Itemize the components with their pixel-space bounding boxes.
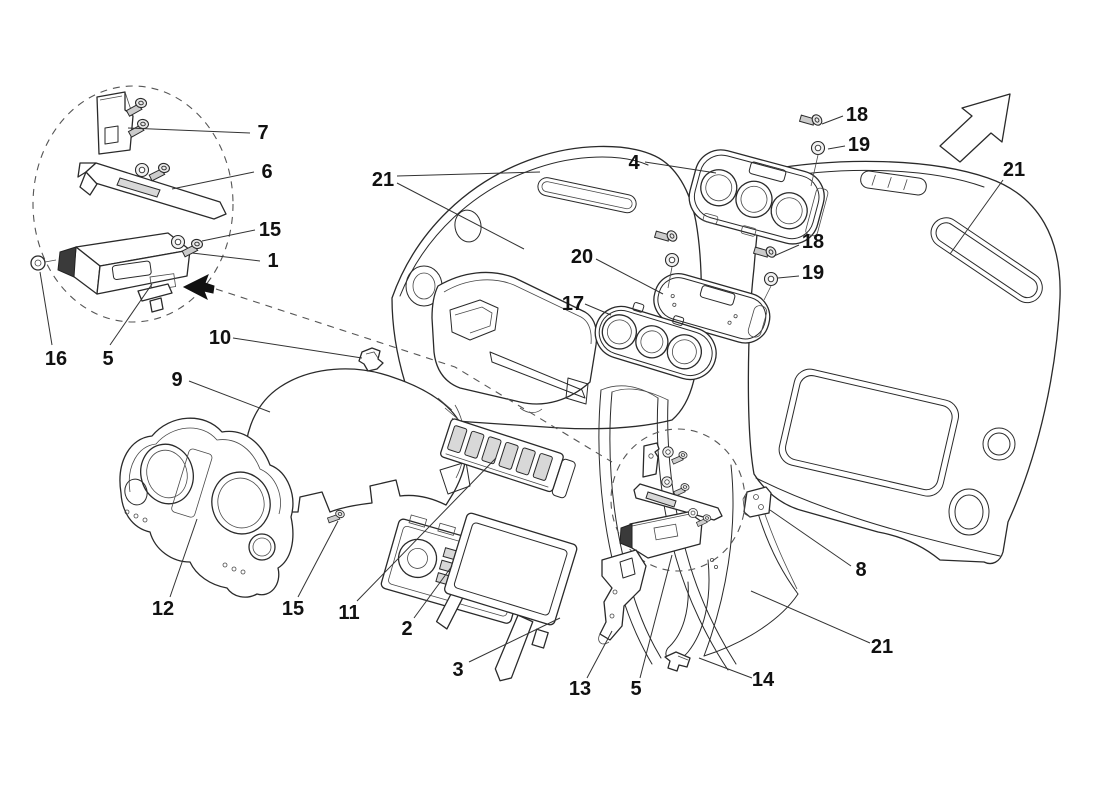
top-vent-slot bbox=[860, 170, 927, 196]
washer-icon bbox=[661, 476, 673, 488]
callout-8: 8 bbox=[855, 559, 866, 581]
callout-12: 12 bbox=[152, 598, 174, 620]
callout-16: 16 bbox=[45, 348, 67, 370]
part-8-bracket bbox=[742, 486, 772, 518]
part-16-screw bbox=[30, 255, 57, 271]
callout-15: 15 bbox=[259, 219, 281, 241]
screw-icon bbox=[796, 106, 825, 134]
part-5-bracket-detail bbox=[137, 283, 173, 313]
part-21-left-dash-panel bbox=[391, 145, 703, 430]
detail-circle-zoom bbox=[32, 85, 234, 323]
callouts: 7 6 15 1 16 5 10 9 21 4 18 19 20 17 18 1… bbox=[45, 104, 1025, 700]
callout-20: 20 bbox=[571, 246, 593, 268]
callout-15-bottom: 15 bbox=[282, 598, 304, 620]
callout-21-left: 21 bbox=[372, 169, 394, 191]
part-3-trim-frame bbox=[435, 512, 578, 682]
defroster-vent-slot bbox=[930, 217, 1043, 304]
callout-5-bottom: 5 bbox=[630, 678, 641, 700]
leader-lines bbox=[39, 115, 1004, 679]
callout-11: 11 bbox=[338, 602, 359, 624]
part-11-switch-panel bbox=[440, 418, 576, 499]
callout-21-top-right: 21 bbox=[1003, 159, 1025, 181]
part-7-bracket-console bbox=[642, 442, 660, 478]
washer-icon bbox=[763, 271, 779, 287]
part-10-clip bbox=[358, 347, 384, 372]
callout-10: 10 bbox=[209, 327, 231, 349]
direction-arrow-icon bbox=[939, 93, 1011, 163]
callout-4: 4 bbox=[628, 152, 640, 174]
part-13-bracket bbox=[598, 549, 647, 645]
callout-19-mid: 19 bbox=[802, 262, 824, 284]
washer-icon bbox=[664, 252, 680, 268]
callout-17: 17 bbox=[562, 293, 584, 315]
detail-circle-console bbox=[610, 428, 746, 572]
part-17-gauge-bezel bbox=[594, 302, 717, 381]
part-7-bracket-detail bbox=[96, 91, 150, 155]
left-defroster-slot bbox=[537, 177, 637, 214]
callout-9: 9 bbox=[171, 369, 182, 391]
part-1-module-detail bbox=[57, 232, 204, 295]
callout-13: 13 bbox=[569, 678, 591, 700]
callout-6: 6 bbox=[261, 161, 272, 183]
callout-21-bottom-right: 21 bbox=[871, 636, 893, 658]
callout-1: 1 bbox=[267, 250, 278, 272]
callout-2: 2 bbox=[401, 618, 412, 640]
washer-icon bbox=[810, 140, 826, 156]
callout-3: 3 bbox=[452, 659, 463, 681]
callout-18-mid: 18 bbox=[802, 231, 824, 253]
callout-7: 7 bbox=[257, 122, 268, 144]
callout-5: 5 bbox=[102, 348, 113, 370]
glovebox-opening bbox=[778, 368, 960, 497]
part-6-strip-console bbox=[633, 483, 723, 521]
callout-19-top: 19 bbox=[848, 134, 870, 156]
detail-pointer-arrow-icon bbox=[182, 273, 215, 301]
part-6-strip-detail bbox=[77, 160, 227, 220]
part-14-bracket bbox=[664, 651, 691, 672]
part-4-gauge-pod bbox=[688, 149, 829, 245]
callout-18-top: 18 bbox=[846, 104, 868, 126]
part-12-cluster-bezel bbox=[119, 417, 294, 598]
washer-icon bbox=[662, 446, 674, 458]
callout-14: 14 bbox=[752, 669, 775, 691]
part-5-module-console bbox=[619, 508, 719, 570]
detail-link-dashed-line bbox=[215, 288, 613, 463]
part-21-right-dash-panel bbox=[747, 160, 1061, 565]
